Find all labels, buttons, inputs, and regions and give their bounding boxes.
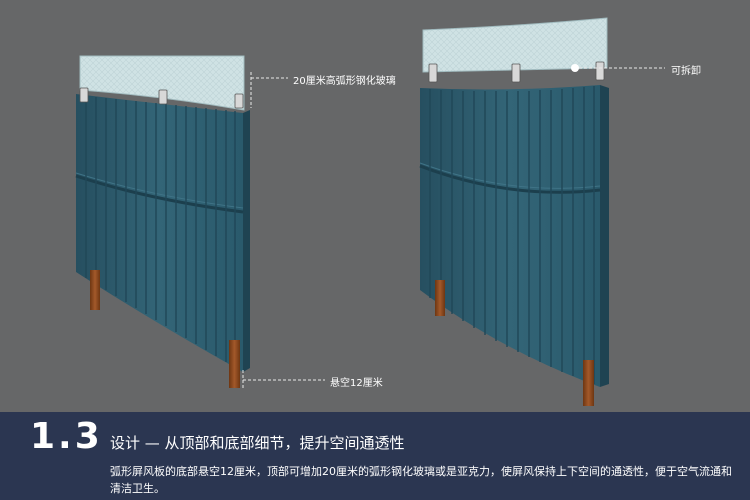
- callout-glass-leader: [250, 72, 288, 108]
- footer-banner: [0, 412, 750, 500]
- section-number: 1.3: [30, 416, 103, 457]
- right-legs: [435, 280, 594, 406]
- section-title: 设计 — 从顶部和底部细节，提升空间通透性: [110, 434, 405, 452]
- callout-removable-leader: [571, 64, 665, 72]
- section-description: 弧形屏风板的底部悬空12厘米，顶部可增加20厘米的弧形钢化玻璃或是亚克力，使屏风…: [110, 465, 732, 495]
- left-curved-panel: [75, 94, 250, 372]
- callout-glass-label: 20厘米高弧形钢化玻璃: [293, 76, 396, 87]
- product-illustration: [75, 17, 665, 406]
- callout-removable-label: 可拆卸: [671, 66, 701, 77]
- left-glass-panel: [79, 55, 245, 111]
- right-glass-clips: [428, 61, 605, 83]
- left-legs: [90, 270, 240, 388]
- right-screen: [419, 17, 609, 406]
- right-curved-panel: [419, 85, 609, 387]
- left-glass-clips: [79, 87, 244, 109]
- left-screen: [75, 55, 250, 388]
- right-glass-panel: [422, 17, 608, 73]
- callout-gap-label: 悬空12厘米: [330, 378, 383, 389]
- callout-gap-leader: [242, 370, 325, 390]
